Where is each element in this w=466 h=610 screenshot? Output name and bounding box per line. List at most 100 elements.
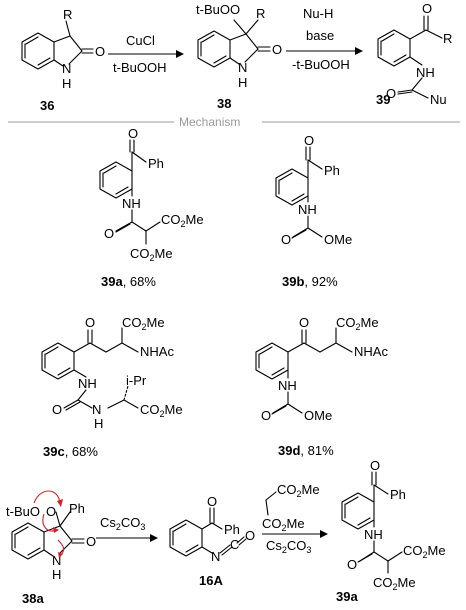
- reagent-base: base: [306, 28, 334, 43]
- malonate-reagent: CO2Me CO2Me: [262, 482, 320, 533]
- urea-n-39c: N: [92, 402, 101, 417]
- curly-arrow-1: [33, 490, 61, 504]
- ipr-39c: i-Pr: [126, 373, 147, 388]
- amide-o-label: O: [386, 86, 396, 101]
- co2me-39d: CO2Me: [336, 315, 379, 332]
- compound-39a-structure: O Ph NH O CO2Me CO2Me: [99, 126, 204, 263]
- nh-39a: NH: [122, 196, 141, 211]
- compound-39-label: 39: [376, 92, 390, 107]
- reagent-cucl: CuCl: [126, 33, 155, 48]
- ketone-o-16a: O: [207, 494, 217, 509]
- isocyanate-o-16a: O: [245, 528, 255, 543]
- carbamate-o-39d: O: [261, 408, 271, 423]
- caption-39a: 39a, 68%: [101, 274, 156, 289]
- co2me-top-39a-product: CO2Me: [403, 543, 446, 560]
- svg-text:Cs2CO3: Cs2CO3: [100, 515, 145, 532]
- isocyanate-n-16a: N: [211, 549, 220, 564]
- tbuo-label-38a: t-BuO: [6, 504, 40, 519]
- co2me-39c: CO2Me: [122, 315, 165, 332]
- svg-text:CO2Me: CO2Me: [140, 402, 183, 419]
- caption-39c: 39c, 68%: [43, 444, 98, 459]
- ph-38a: Ph: [69, 501, 85, 516]
- compound-16a-label: 16A: [199, 573, 223, 588]
- carbamate-o-39b: O: [281, 232, 291, 247]
- reagent-nuh: Nu-H: [303, 6, 333, 21]
- co2me-ester-39c: CO2Me: [140, 402, 183, 419]
- ring-h-38a: H: [52, 567, 61, 582]
- substituent-r-label: R: [63, 7, 72, 22]
- curly-arrow-3-head: [58, 552, 63, 558]
- carbonyl-o-label: O: [95, 44, 105, 59]
- svg-text:CO2Me: CO2Me: [336, 315, 379, 332]
- ketone-o-39a: O: [128, 126, 138, 141]
- co2me-top-39a: CO2Me: [161, 212, 204, 229]
- curly-arrow-2-head: [53, 527, 59, 533]
- nu-label: Nu: [430, 92, 447, 107]
- compound-36-label: 36: [40, 98, 54, 113]
- reagent-cs2co3-1: Cs2CO3: [100, 515, 145, 532]
- urea-h-39c: H: [94, 416, 103, 431]
- ketone-o-39a-product: O: [370, 458, 380, 473]
- compound-39d-structure: O CO2Me NHAc NH O OMe: [255, 315, 388, 423]
- urea-o-39c: O: [52, 402, 62, 417]
- nhac-39d: NHAc: [354, 344, 388, 359]
- nh-39a-product: NH: [364, 527, 383, 542]
- amide-nh-label: NH: [416, 65, 435, 80]
- co2me-bottom-39a-product: CO2Me: [373, 575, 416, 592]
- tbuoo-label: t-BuOO: [196, 2, 240, 17]
- compound-39a-product-structure: O Ph NH O CO2Me CO2Me: [341, 458, 446, 592]
- ring-n-label-38: N: [238, 60, 247, 75]
- svg-text:CO2Me: CO2Me: [373, 575, 416, 592]
- compound-38-label: 38: [217, 96, 231, 111]
- reaction-arrow-1-head: [176, 50, 184, 58]
- amide-o-39a: O: [104, 226, 114, 241]
- ketone-o-39b: O: [304, 133, 314, 148]
- nh-39b: NH: [298, 202, 317, 217]
- amide-o-39a-product: O: [347, 557, 357, 572]
- substituent-r-label-38: R: [256, 6, 265, 21]
- mechanism-arrow-1-head: [150, 534, 158, 542]
- ome-39d: OMe: [304, 408, 332, 423]
- ketone-o-39c: O: [85, 315, 95, 330]
- compound-16a-structure: O Ph N C O: [169, 494, 255, 564]
- svg-text:CO2Me: CO2Me: [161, 212, 204, 229]
- svg-text:CO2Me: CO2Me: [403, 543, 446, 560]
- compound-38a-structure: t-BuO O Ph O N H: [6, 490, 96, 582]
- ring-h-label: H: [62, 76, 71, 91]
- compound-39a-product-label: 39a: [336, 589, 358, 604]
- ring-n-38a: N: [52, 553, 61, 568]
- isocyanate-c-16a: C: [230, 537, 239, 552]
- carbonyl-o-38a: O: [86, 534, 96, 549]
- caption-39d: 39d, 81%: [278, 443, 334, 458]
- compound-39b-structure: O Ph NH O OMe: [275, 133, 352, 247]
- reaction-arrow-2-head: [355, 47, 363, 55]
- compound-38-structure: t-BuOO R O N H: [196, 2, 282, 90]
- ome-39b: OMe: [324, 232, 352, 247]
- malonate-co2me-bottom: CO2Me: [262, 516, 305, 533]
- svg-text:CO2Me: CO2Me: [122, 315, 165, 332]
- reagent-minus-tbuooh: -t-BuOOH: [292, 57, 350, 72]
- mechanism-heading: Mechanism: [179, 115, 240, 129]
- peroxide-o-38a: O: [46, 504, 56, 519]
- ph-39a: Ph: [148, 156, 164, 171]
- svg-text:Cs2CO3: Cs2CO3: [266, 538, 311, 555]
- ph-39a-product: Ph: [390, 487, 406, 502]
- compound-36-structure: R O N H: [21, 7, 105, 91]
- ph-39b: Ph: [324, 163, 340, 178]
- compound-39-structure: O R NH O Nu: [377, 1, 452, 107]
- substituent-r-label-39: R: [443, 31, 452, 46]
- ring-n-label: N: [62, 61, 71, 76]
- svg-text:CO2Me: CO2Me: [130, 246, 173, 263]
- nh-39d: NH: [278, 378, 297, 393]
- compound-38a-label: 38a: [22, 591, 44, 606]
- nhac-39c: NHAc: [140, 344, 174, 359]
- curly-arrow-1-head: [57, 499, 63, 507]
- ph-16a: Ph: [224, 522, 240, 537]
- reagent-tbuooh: t-BuOOH: [113, 60, 166, 75]
- malonate-co2me-top: CO2Me: [277, 482, 320, 499]
- co2me-bottom-39a: CO2Me: [130, 246, 173, 263]
- ketone-o-label: O: [422, 1, 432, 16]
- caption-39b: 39b, 92%: [282, 274, 338, 289]
